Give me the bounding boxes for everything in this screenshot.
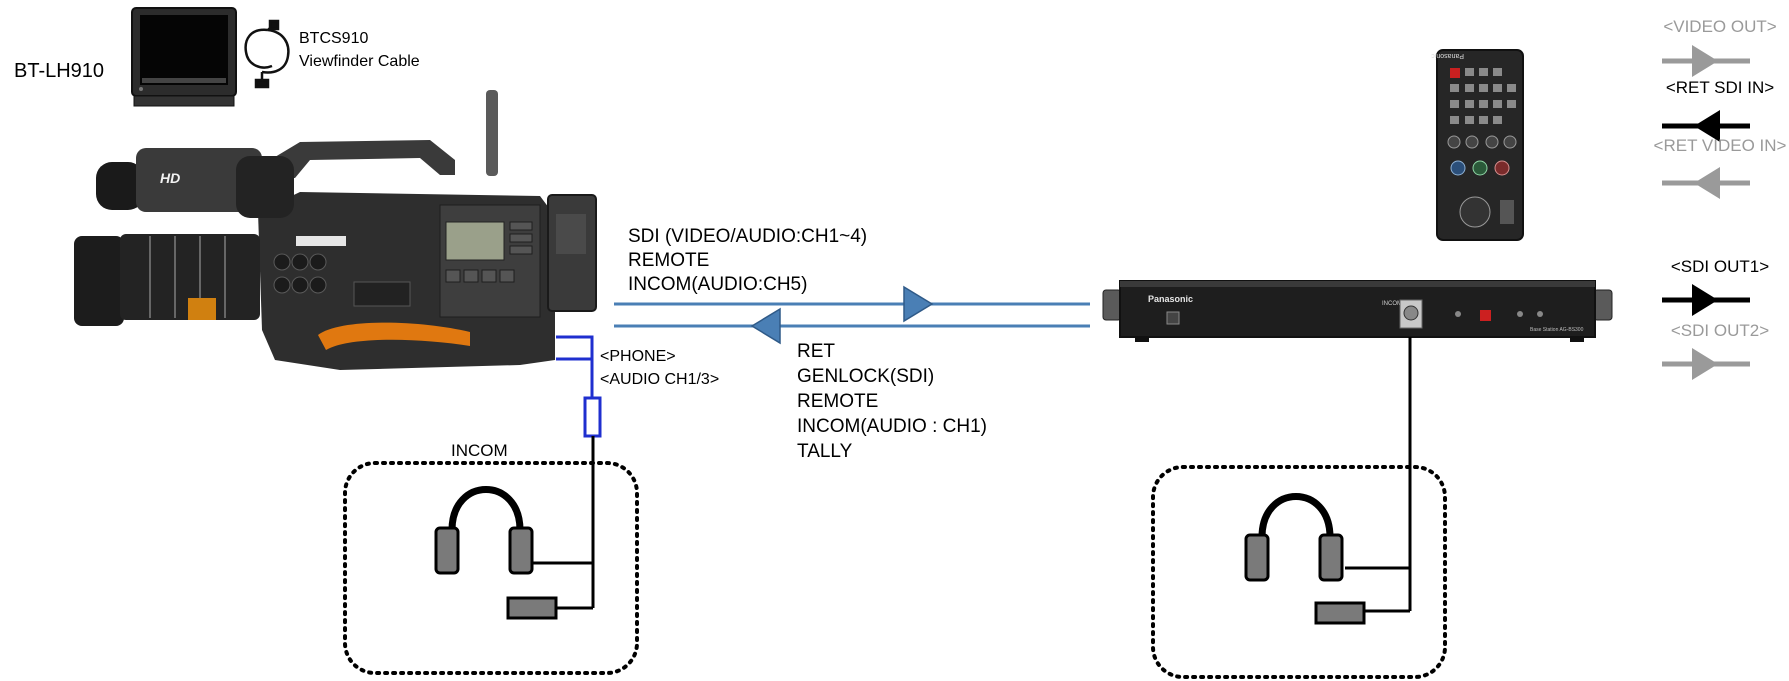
output-label-2: <RET VIDEO IN> xyxy=(1654,136,1787,155)
left-incom-dotted-box xyxy=(343,461,639,675)
headset-icon-right xyxy=(1244,493,1366,625)
base-station-model-text: Base Station AG-BS300 xyxy=(1530,327,1584,333)
return-link-line2: GENLOCK(SDI) xyxy=(797,366,934,387)
viewfinder-monitor xyxy=(131,7,237,107)
base-station-incom-text: INCOM xyxy=(1382,301,1402,307)
output-label-1: <RET SDI IN> xyxy=(1666,78,1774,97)
output-label-0: <VIDEO OUT> xyxy=(1663,17,1776,36)
sdi-forward-link-line xyxy=(614,285,1090,323)
output-arrow-icon-4 xyxy=(1692,348,1718,380)
return-link-line xyxy=(614,307,1090,345)
forward-link-line1: SDI (VIDEO/AUDIO:CH1~4) xyxy=(628,226,867,247)
base-station-brand: Panasonic xyxy=(1148,294,1193,304)
phone-port-label: <PHONE> xyxy=(600,348,676,365)
output-label-3: <SDI OUT1> xyxy=(1671,257,1769,276)
remote-control-panel: Panasonic xyxy=(1431,49,1524,241)
output-label-4: <SDI OUT2> xyxy=(1671,321,1769,340)
camera-hd-badge: HD xyxy=(160,170,180,186)
output-arrow-icon-3 xyxy=(1692,284,1718,316)
return-link-line1: RET xyxy=(797,341,835,362)
right-incom-dotted-box xyxy=(1151,465,1447,679)
incom-group-label: INCOM xyxy=(451,441,508,460)
viewfinder-cable-icon xyxy=(244,19,290,89)
cable-desc-label: Viewfinder Cable xyxy=(299,53,420,70)
forward-arrow-icon xyxy=(903,285,934,323)
audio-port-label: <AUDIO CH1/3> xyxy=(600,371,719,388)
camcorder-image: HD xyxy=(74,90,597,370)
forward-link-line3: INCOM(AUDIO:CH5) xyxy=(628,274,807,295)
base-station-unit: Panasonic INCOM Base Station AG-BS300 xyxy=(1102,280,1613,342)
remote-brand-text: Panasonic xyxy=(1431,52,1464,59)
input-arrow-icon-2 xyxy=(1694,167,1720,199)
return-arrow-icon xyxy=(750,307,781,345)
headset-icon-left xyxy=(434,486,558,620)
camera-audio-connector xyxy=(556,335,602,438)
return-link-line4: INCOM(AUDIO : CH1) xyxy=(797,416,987,437)
output-terminals: <VIDEO OUT> <RET SDI IN> <RET VIDEO IN> <SD… xyxy=(1654,17,1787,380)
viewfinder-model-label: BT-LH910 xyxy=(14,60,104,82)
input-arrow-icon-1 xyxy=(1694,110,1720,142)
return-link-line5: TALLY xyxy=(797,441,853,462)
output-arrow-icon-0 xyxy=(1692,45,1718,77)
cable-name-label: BTCS910 xyxy=(299,30,368,47)
right-headset-cable xyxy=(1345,337,1412,613)
forward-link-line2: REMOTE xyxy=(628,250,709,271)
return-link-line3: REMOTE xyxy=(797,391,878,412)
